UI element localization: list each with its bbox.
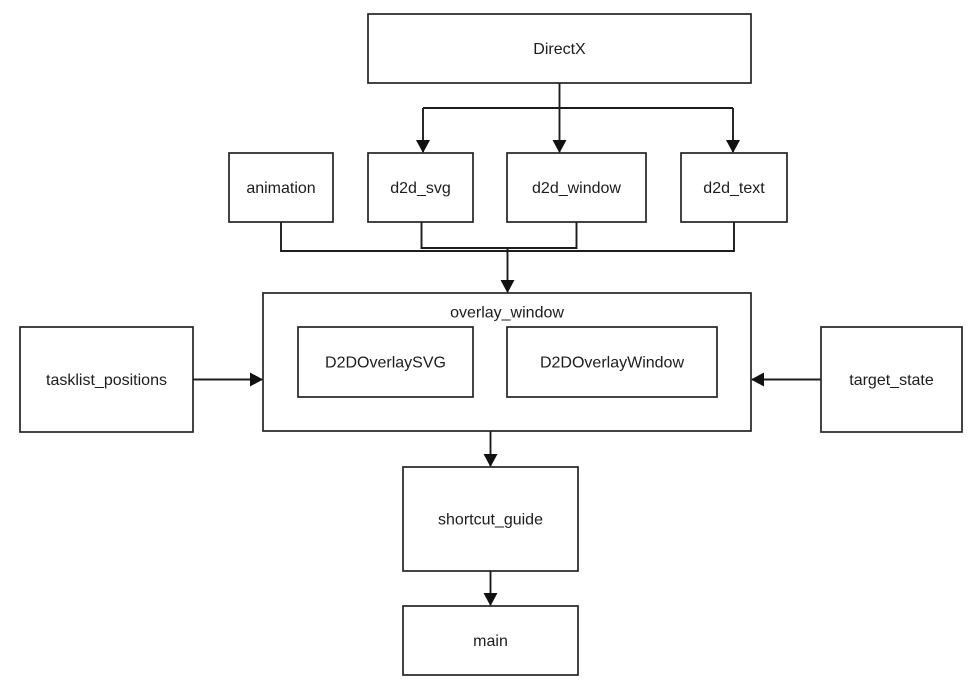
edge-inner-pair-bus	[420, 222, 578, 249]
node-label-shortcut-guide: shortcut_guide	[438, 512, 543, 529]
node-label-main: main	[473, 633, 508, 650]
nodes-layer: DirectX animation d2d_svg d2d_window d2d_tex…	[19, 13, 963, 676]
node-box-d2d-text	[680, 152, 788, 223]
node-label-d2d-svg: d2d_svg	[390, 180, 451, 197]
node-box-d2d-window	[506, 152, 647, 223]
edges-layer	[193, 83, 821, 606]
node-animation: animation	[228, 152, 334, 223]
edge-outer-pair-bus	[280, 222, 735, 252]
node-box-tasklist-positions	[19, 326, 194, 433]
node-tasklist-positions: tasklist_positions	[19, 326, 194, 433]
node-d2d-overlay-window: D2DOverlayWindow	[506, 326, 718, 398]
node-d2d-text: d2d_text	[680, 152, 788, 223]
node-label-directx: DirectX	[533, 41, 586, 58]
node-label-animation: animation	[246, 180, 315, 197]
node-label-overlay-window: overlay_window	[450, 305, 564, 322]
node-label-target-state: target_state	[849, 372, 934, 389]
node-box-main	[402, 605, 579, 676]
node-d2d-svg: d2d_svg	[367, 152, 474, 223]
node-shortcut-guide: shortcut_guide	[402, 466, 579, 572]
node-label-d2d-text: d2d_text	[703, 180, 765, 197]
node-label-tasklist-positions: tasklist_positions	[46, 372, 167, 389]
node-box-target-state	[820, 326, 963, 433]
node-directx: DirectX	[367, 13, 752, 84]
node-box-shortcut-guide	[402, 466, 579, 572]
node-box-d2d-overlay-window	[506, 326, 718, 398]
node-main: main	[402, 605, 579, 676]
node-d2d-window: d2d_window	[506, 152, 647, 223]
node-d2d-overlay-svg: D2DOverlaySVG	[297, 326, 474, 398]
node-box-directx	[367, 13, 752, 84]
node-label-d2d-overlay-window: D2DOverlayWindow	[540, 355, 684, 372]
node-label-d2d-window: d2d_window	[532, 180, 621, 197]
node-box-animation	[228, 152, 334, 223]
node-target-state: target_state	[820, 326, 963, 433]
node-box-d2d-overlay-svg	[297, 326, 474, 398]
node-label-d2d-overlay-svg: D2DOverlaySVG	[325, 355, 446, 372]
node-box-d2d-svg	[367, 152, 474, 223]
